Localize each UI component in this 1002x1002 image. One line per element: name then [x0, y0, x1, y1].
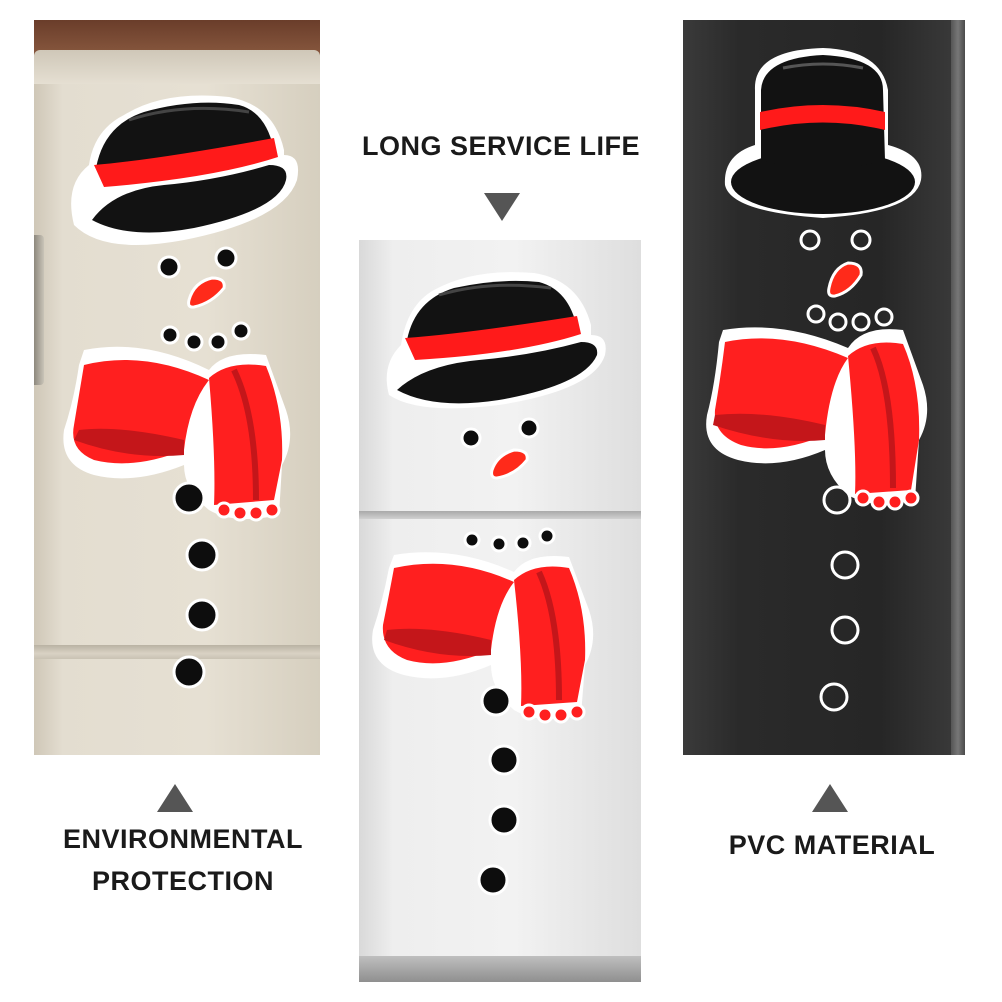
- silver-fridge-photo: [359, 240, 641, 982]
- caption-long-service-life: LONG SERVICE LIFE: [361, 131, 641, 161]
- scarf-sticker: [372, 552, 594, 724]
- triangle-up-icon: [157, 784, 193, 812]
- fridge-door-split: [34, 645, 320, 659]
- triangle-down-icon: [484, 193, 520, 221]
- caption-environmental: ENVIRONMENTAL: [63, 824, 303, 854]
- beige-fridge-photo: [34, 20, 320, 755]
- snowman-sticker-set: [706, 48, 928, 712]
- scarf-sticker: [706, 327, 928, 511]
- top-hat-sticker: [71, 95, 299, 245]
- caption-protection: PROTECTION: [91, 866, 274, 896]
- dark-fridge-photo: [683, 20, 965, 755]
- fridge-top: [34, 50, 320, 84]
- fridge-door-gap: [359, 511, 641, 519]
- fridge-bottom-edge: [359, 956, 641, 982]
- scarf-sticker: [63, 346, 291, 522]
- top-hat-sticker: [724, 48, 922, 218]
- caption-pvc-material: PVC MATERIAL: [728, 830, 936, 860]
- fridge-side-edge: [951, 20, 965, 755]
- fridge-handle: [34, 235, 44, 385]
- snowman-sticker-set: [63, 95, 299, 689]
- top-hat-sticker: [386, 272, 606, 409]
- snowman-sticker-set: [372, 272, 606, 896]
- triangle-up-icon: [812, 784, 848, 812]
